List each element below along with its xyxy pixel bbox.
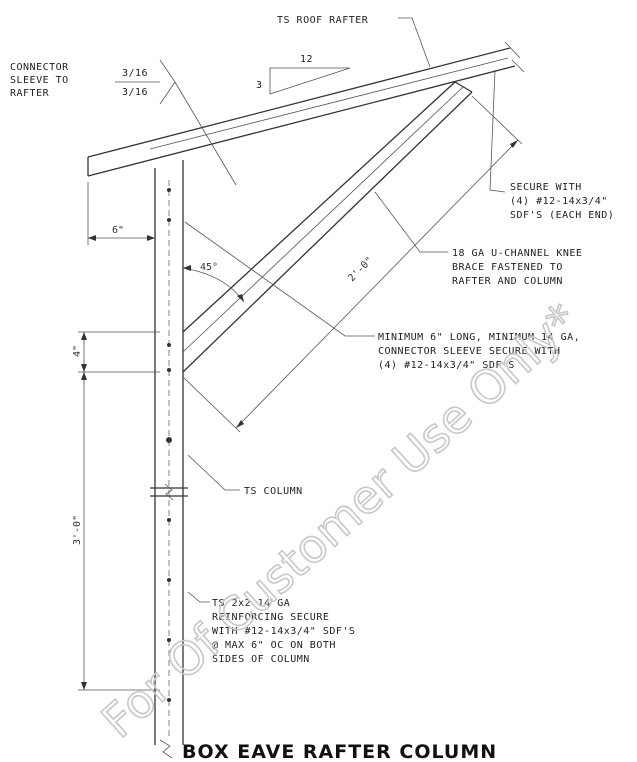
dim-three-ft: 3'-0" <box>72 515 83 545</box>
ts-column <box>150 160 188 759</box>
weld-bottom-size: 3/16 <box>122 87 148 98</box>
slope-indicator: 12 3 <box>256 54 351 95</box>
dim-brace-length: 2'-0" <box>346 255 375 284</box>
weld-symbol: CONNECTOR SLEEVE TO RAFTER 3/16 3/16 <box>10 59 237 186</box>
dimension-four-inch: 4" <box>72 331 160 373</box>
roof-rafter <box>87 41 525 177</box>
drawing-title: BOX EAVE RAFTER COLUMN <box>182 741 497 762</box>
reinforcing-line-5: SIDES OF COLUMN <box>212 654 310 665</box>
roof-rafter-label: TS ROOF RAFTER <box>277 15 369 26</box>
dim-four-inch: 4" <box>72 345 83 357</box>
knee-brace <box>182 81 473 373</box>
secure-with-line-1: SECURE WITH <box>510 182 582 193</box>
weld-label-line-1: CONNECTOR <box>10 62 69 73</box>
weld-label-line-3: RAFTER <box>10 88 50 99</box>
callout-roof-rafter: TS ROOF RAFTER <box>277 15 431 68</box>
reinforcing-line-3: WITH #12-14x3/4" SDF'S <box>212 626 355 637</box>
reinforcing-line-4: @ MAX 6" OC ON BOTH <box>212 640 336 651</box>
slope-rise: 3 <box>256 80 263 91</box>
callout-knee-brace: 18 GA U-CHANNEL KNEE BRACE FASTENED TO R… <box>374 191 582 287</box>
dim-angle: 45° <box>200 262 218 273</box>
callout-column: TS COLUMN <box>187 454 303 497</box>
weld-label-line-2: SLEEVE TO <box>10 75 69 86</box>
reinforcing-line-1: TS 2x2 14 GA <box>212 598 290 609</box>
callout-connector-sleeve: MINIMUM 6" LONG, MINIMUM 14 GA, CONNECTO… <box>184 221 580 371</box>
secure-with-line-3: SDF'S (EACH END) <box>510 210 614 221</box>
slope-run: 12 <box>300 54 313 65</box>
connector-sleeve-line-3: (4) #12-14x3/4" SDF'S <box>378 360 515 371</box>
weld-top-size: 3/16 <box>122 68 148 79</box>
dimension-angle: 45° <box>182 262 245 303</box>
secure-with-line-2: (4) #12-14x3/4" <box>510 196 608 207</box>
knee-brace-line-1: 18 GA U-CHANNEL KNEE <box>452 248 582 259</box>
dimension-six-inch: 6" <box>87 182 155 245</box>
column-fasteners <box>166 188 172 702</box>
reinforcing-line-2: REINFORCING SECURE <box>212 612 329 623</box>
column-label: TS COLUMN <box>244 486 303 497</box>
watermark: For Of Customer Use Only* <box>91 293 588 748</box>
dim-six-inch: 6" <box>112 225 124 236</box>
connector-sleeve-line-2: CONNECTOR SLEEVE SECURE WITH <box>378 346 561 357</box>
callout-secure-with: SECURE WITH (4) #12-14x3/4" SDF'S (EACH … <box>489 69 614 221</box>
knee-brace-line-3: RAFTER AND COLUMN <box>452 276 563 287</box>
connector-sleeve-line-1: MINIMUM 6" LONG, MINIMUM 14 GA, <box>378 332 580 343</box>
knee-brace-line-2: BRACE FASTENED TO <box>452 262 563 273</box>
callout-reinforcing: TS 2x2 14 GA REINFORCING SECURE WITH #12… <box>187 591 355 665</box>
dimension-three-ft: 3'-0" <box>72 372 160 691</box>
